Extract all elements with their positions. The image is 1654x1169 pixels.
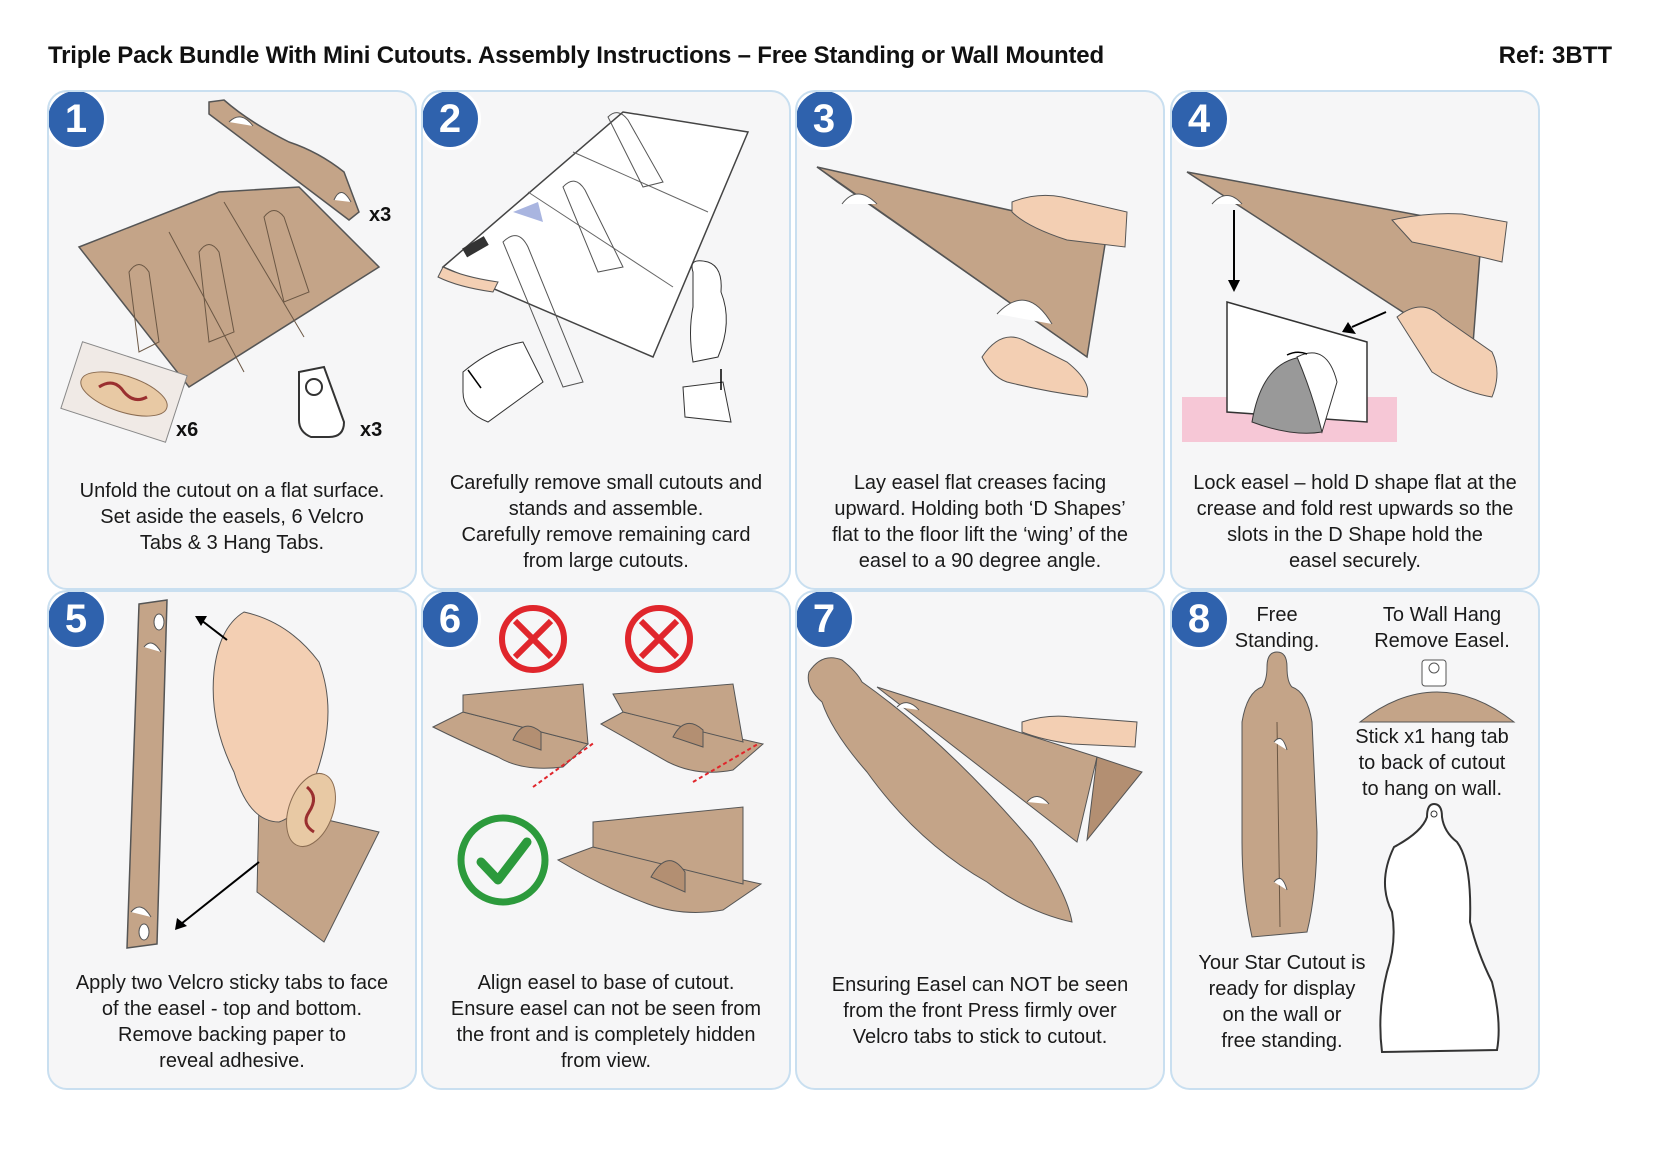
step-3-caption: Lay easel flat creases facing upward. Ho…: [831, 472, 1129, 572]
step-4-panel: 4 Lock easel – hold D shape flat at the …: [1170, 90, 1540, 590]
easel-count-label: x3: [369, 204, 392, 226]
step-2-illustration: [437, 111, 750, 423]
free-standing-label: Free Standing.: [1234, 604, 1320, 652]
step-5-caption: Apply two Velcro sticky tabs to face of …: [75, 972, 389, 1072]
incorrect-icon: [625, 605, 693, 673]
step-number-badge: 4: [1172, 92, 1230, 150]
step-4-illustration: [1182, 171, 1508, 442]
step-6-caption: Align easel to base of cutout. Ensure ea…: [450, 972, 762, 1072]
correct-icon: [457, 814, 549, 906]
step-3-panel: 3 Lay easel flat creases facing upward. …: [795, 90, 1165, 590]
step-1-illustration: [60, 99, 381, 443]
step-6-illustration: [431, 605, 765, 913]
step-number-badge: 6: [423, 592, 481, 650]
step-8-panel: Free Standing. To Wall Hang Remove Easel…: [1170, 590, 1540, 1090]
reference-code: Ref: 3BTT: [1498, 42, 1612, 69]
step-4-caption: Lock easel – hold D shape flat at the cr…: [1193, 472, 1517, 572]
wall-hang-label: To Wall Hang Remove Easel.: [1374, 604, 1510, 652]
step-7-illustration: [807, 657, 1143, 923]
step-5-illustration: [126, 599, 380, 949]
step-3-illustration: [816, 166, 1128, 398]
hang-tab-caption: Stick x1 hang tab to back of cutout to h…: [1355, 726, 1509, 800]
velcro-count-label: x6: [176, 419, 199, 441]
step-5-panel: 5 Apply two Velcro sticky tabs to face o…: [47, 590, 417, 1090]
step-number-badge: 3: [797, 92, 855, 150]
hang-tab-count-label: x3: [360, 419, 383, 441]
ready-caption: Your Star Cutout is ready for display on…: [1198, 952, 1366, 1052]
step-number-badge: 2: [423, 92, 481, 150]
step-number-badge: 5: [49, 592, 107, 650]
step-7-panel: 7 Ensuring Easel can NOT be seen from th…: [795, 590, 1165, 1090]
incorrect-icon: [499, 605, 567, 673]
step-1-panel: x3 x6 x3 1 Unfold the cutout on a flat s…: [47, 90, 417, 590]
page-title: Triple Pack Bundle With Mini Cutouts. As…: [48, 42, 1104, 69]
step-7-caption: Ensuring Easel can NOT be seen from the …: [831, 974, 1129, 1048]
step-1-caption: Unfold the cutout on a flat surface. Set…: [79, 480, 385, 554]
step-2-caption: Carefully remove small cutouts and stand…: [449, 472, 763, 572]
step-number-badge: 1: [49, 92, 107, 150]
step-6-panel: 6 Align easel to base of cutout. Ensure …: [421, 590, 791, 1090]
step-2-panel: 2 Carefully remove small cutouts and sta…: [421, 90, 791, 590]
step-number-badge: 7: [797, 592, 855, 650]
step-number-badge: 8: [1172, 592, 1230, 650]
step-8-illustration: [1241, 651, 1516, 1054]
